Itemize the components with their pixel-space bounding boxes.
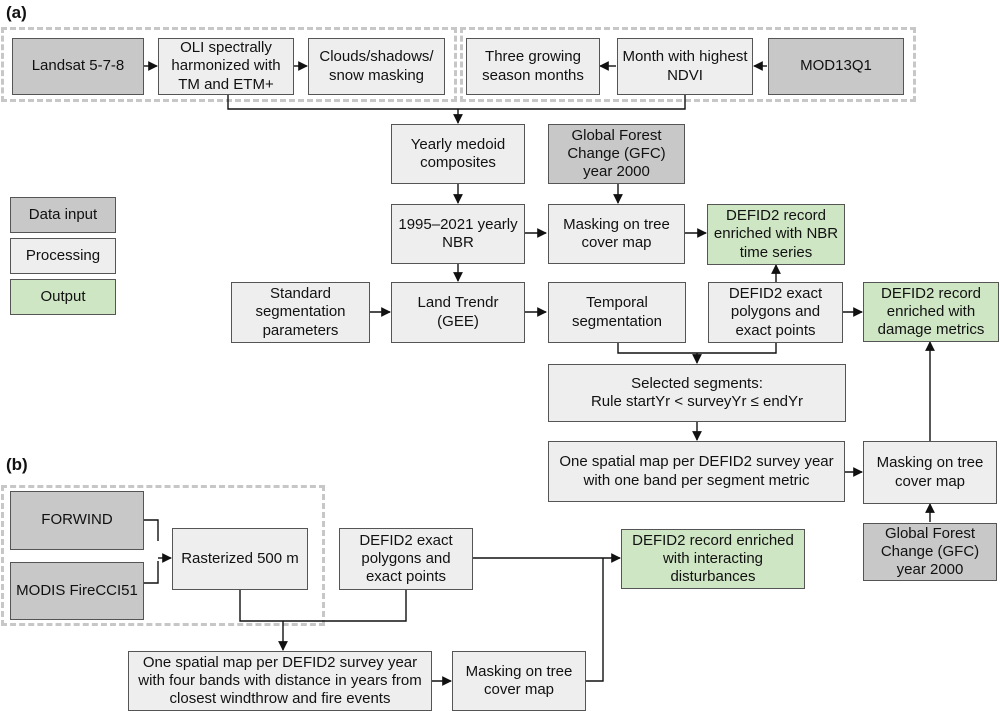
yearly-medoid-box: Yearly medoid composites: [391, 124, 525, 184]
masking-tree-cover-b-box: Masking on tree cover map: [452, 651, 586, 711]
panel-a-label: (a): [6, 3, 27, 22]
rasterized-box: Rasterized 500 m: [172, 528, 308, 590]
edge-oli-merge: [227, 95, 458, 110]
cloud-masking-box: Clouds/shadows/ snow masking: [308, 38, 445, 95]
landsat-group: [1, 27, 457, 102]
gfc-top-box: Global Forest Change (GFC) year 2000: [548, 124, 685, 184]
legend-output: Output: [10, 279, 116, 315]
masking-tree-cover-right-box: Masking on tree cover map: [863, 441, 997, 504]
temporal-segmentation-box: Temporal segmentation: [548, 282, 686, 343]
disturbance-input-group: [1, 485, 325, 626]
yearly-nbr-box: 1995–2021 yearly NBR: [391, 204, 525, 264]
edge-masking-up: [586, 558, 604, 682]
panel-b-label: (b): [6, 455, 28, 474]
legend-processing: Processing: [10, 238, 116, 274]
defid-exact-b-box: DEFID2 exact polygons and exact points: [339, 528, 473, 590]
oli-harmonized-box: OLI spectrally harmonized with TM and ET…: [158, 38, 294, 95]
edge-temporal-exact-merge: [617, 343, 777, 354]
landsat-box: Landsat 5-7-8: [12, 38, 144, 95]
mod13q1-box: MOD13Q1: [768, 38, 904, 95]
masking-tree-cover-box: Masking on tree cover map: [548, 204, 685, 264]
defid-exact-box: DEFID2 exact polygons and exact points: [708, 282, 843, 343]
growing-season-box: Three growing season months: [466, 38, 600, 95]
month-ndvi-box: Month with highest NDVI: [617, 38, 753, 95]
selected-segments-box: Selected segments: Rule startYr < survey…: [548, 364, 846, 422]
edge-forwind-merge: [144, 519, 159, 541]
defid-interacting-output: DEFID2 record enriched with interacting …: [621, 529, 805, 589]
modis-ndvi-group: [460, 27, 916, 102]
gfc-bottom-box: Global Forest Change (GFC) year 2000: [863, 523, 997, 581]
one-map-segment-box: One spatial map per DEFID2 survey year w…: [548, 441, 845, 502]
one-map-distance-box: One spatial map per DEFID2 survey year w…: [128, 651, 432, 711]
modis-fireccI51-box: MODIS FireCCI51: [10, 562, 144, 620]
legend-data-input: Data input: [10, 197, 116, 233]
edge-month-merge: [458, 95, 686, 110]
landtrendr-box: Land Trendr (GEE): [391, 282, 525, 343]
defid-nbr-output: DEFID2 record enriched with NBR time ser…: [707, 204, 845, 265]
forwind-box: FORWIND: [10, 491, 144, 550]
standard-parameters-box: Standard segmentation parameters: [231, 282, 370, 343]
defid-damage-output: DEFID2 record enriched with damage metri…: [863, 282, 999, 342]
edge-rasterized-exact-merge: [239, 590, 407, 622]
edge-modis-merge: [144, 561, 159, 584]
